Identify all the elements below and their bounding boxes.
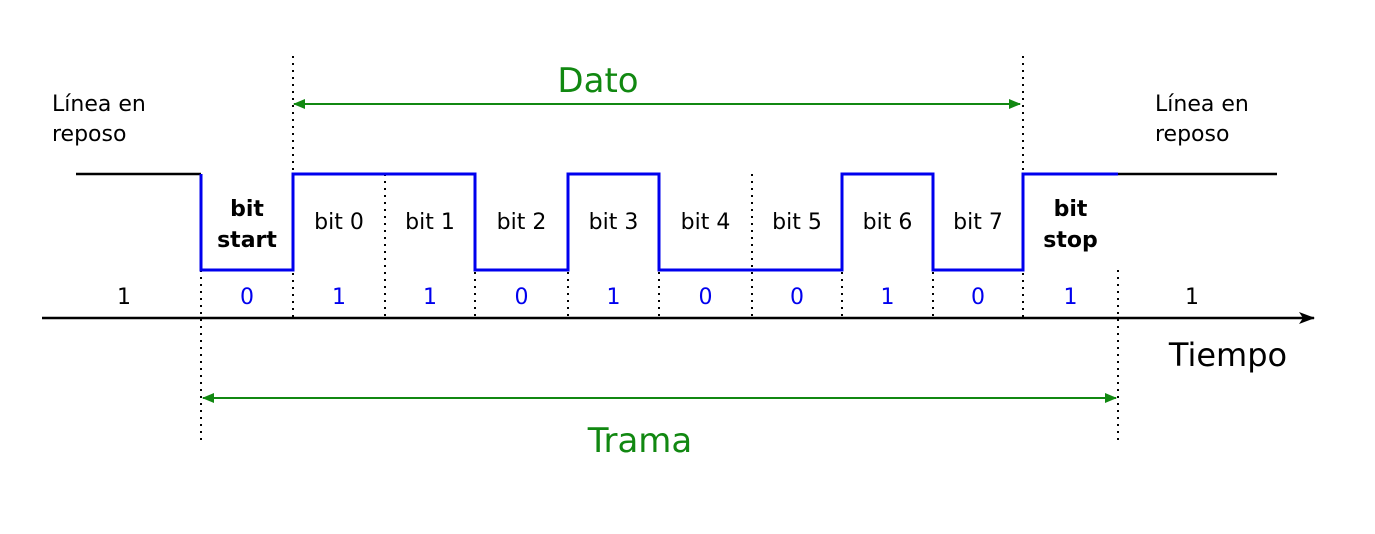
bit-label: start — [217, 228, 277, 253]
bit-value: 1 — [881, 285, 895, 310]
bit-label: bit — [1054, 197, 1088, 222]
bit-value: 1 — [332, 285, 346, 310]
bit-label: bit — [230, 197, 264, 222]
bit-label: bit 3 — [589, 210, 639, 235]
bit-value: 1 — [607, 285, 621, 310]
trama-label: Trama — [587, 421, 693, 461]
bit-label: bit 6 — [863, 210, 913, 235]
idle-right-label-line1: Línea en — [1155, 92, 1249, 117]
bit-value: 0 — [240, 285, 254, 310]
bit-label: stop — [1043, 228, 1097, 253]
bit-value: 0 — [971, 285, 985, 310]
dato-label: Dato — [557, 61, 638, 101]
bit-value: 0 — [790, 285, 804, 310]
bit-values: 0 1 1 0 1 0 0 1 0 1 — [240, 285, 1078, 310]
bit-labels: bit start bit 0 bit 1 bit 2 bit 3 bit 4 bit 5 bi… — [217, 197, 1098, 253]
idle-value-right: 1 — [1185, 285, 1199, 310]
bit-label: bit 2 — [497, 210, 547, 235]
bit-value: 1 — [1064, 285, 1078, 310]
time-axis-label: Tiempo — [1168, 336, 1287, 374]
bit-label: bit 4 — [681, 210, 731, 235]
idle-right-label-line2: reposo — [1155, 122, 1229, 147]
bit-value: 0 — [699, 285, 713, 310]
signal-waveform — [199, 172, 1118, 272]
bit-label: bit 7 — [953, 210, 1003, 235]
idle-left-label-line1: Línea en — [52, 92, 146, 117]
bit-label: bit 1 — [405, 210, 455, 235]
idle-left-label-line2: reposo — [52, 122, 126, 147]
idle-value-left: 1 — [117, 285, 131, 310]
bit-value: 0 — [515, 285, 529, 310]
bit-label: bit 5 — [772, 210, 822, 235]
bit-label: bit 0 — [314, 210, 364, 235]
bit-value: 1 — [423, 285, 437, 310]
